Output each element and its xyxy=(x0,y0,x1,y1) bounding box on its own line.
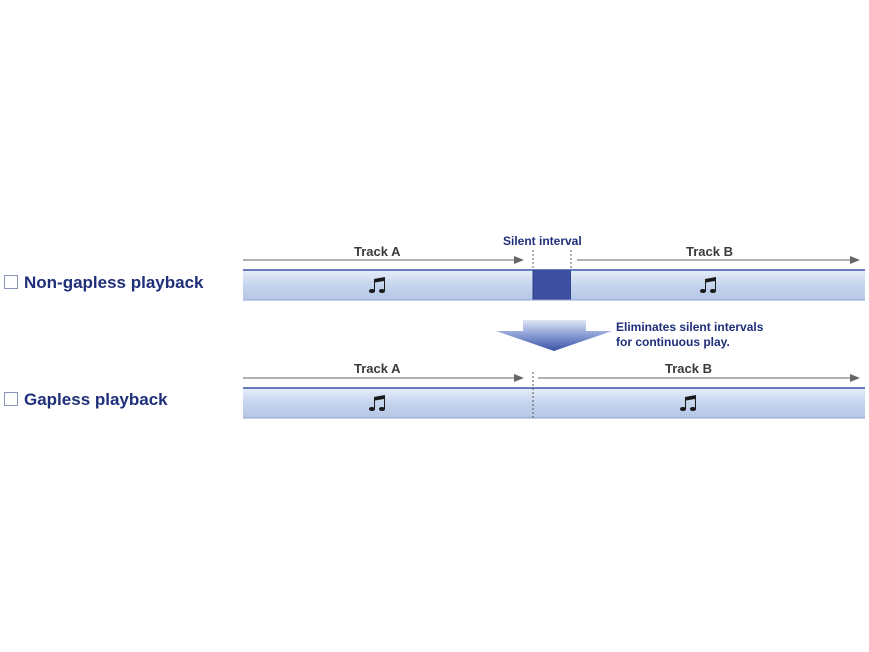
transition-note-line-2: for continuous play. xyxy=(616,335,730,349)
non-gapless-track-a-label: Track A xyxy=(354,244,401,259)
transition-note-line-1: Eliminates silent intervals xyxy=(616,320,764,334)
gapless-track-b-label: Track B xyxy=(665,361,712,376)
track-b-arrow-head xyxy=(850,374,860,382)
gapless-title: Gapless playback xyxy=(4,390,168,410)
transition-note: Eliminates silent intervals for continuo… xyxy=(616,320,763,350)
gapless-bar xyxy=(243,372,865,419)
non-gapless-bar xyxy=(243,269,865,301)
silent-interval-label: Silent interval xyxy=(503,234,582,248)
gapless-bar-fill xyxy=(243,388,865,418)
silent-interval-block xyxy=(532,269,572,301)
gapless-title-text: Gapless playback xyxy=(24,390,168,409)
track-a-arrow-head xyxy=(514,374,524,382)
music-note-icon xyxy=(369,395,385,411)
music-note-icon xyxy=(680,395,696,411)
arrow-down-icon xyxy=(496,320,612,351)
track-b-arrow-head xyxy=(850,256,860,264)
gapless-track-a-label: Track A xyxy=(354,361,401,376)
gapless-timeline xyxy=(243,374,860,382)
non-gapless-title-text: Non-gapless playback xyxy=(24,273,204,292)
non-gapless-title: Non-gapless playback xyxy=(4,273,204,293)
non-gapless-track-b-label: Track B xyxy=(686,244,733,259)
checkbox-square-icon xyxy=(4,275,18,289)
track-a-segment xyxy=(243,270,533,300)
track-b-segment xyxy=(571,270,865,300)
music-note-icon xyxy=(369,277,385,293)
music-note-icon xyxy=(700,277,716,293)
track-a-arrow-head xyxy=(514,256,524,264)
checkbox-square-icon xyxy=(4,392,18,406)
non-gapless-timeline xyxy=(243,250,860,270)
